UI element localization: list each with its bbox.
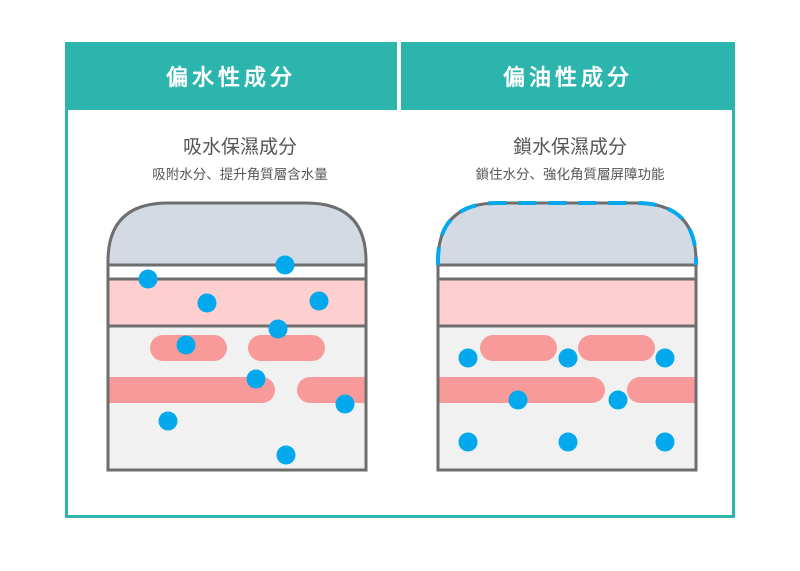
upper-skin-layer	[436, 277, 698, 328]
water-molecule-dot	[335, 394, 355, 414]
water-molecule-dot	[655, 348, 675, 368]
water-molecule-dot	[655, 432, 675, 452]
panel-header-label: 偏水性成分	[165, 66, 296, 91]
panel-subtitle-lipophilic: 鎖住水分、強化角質層屏障功能	[475, 167, 665, 183]
surface-layer	[106, 201, 368, 267]
water-molecule-dot	[246, 369, 266, 389]
water-molecule-dot	[508, 390, 528, 410]
water-molecule-dot	[158, 411, 178, 431]
panel-title-lipophilic: 鎖水保濕成分	[512, 136, 627, 158]
water-molecule-dot	[608, 390, 628, 410]
water-molecule-dot	[558, 348, 578, 368]
water-molecule-dot	[176, 335, 196, 355]
outer-frame	[65, 42, 735, 518]
water-molecule-dot	[276, 445, 296, 465]
water-molecule-dot	[558, 432, 578, 452]
barrier-dashed-line	[436, 201, 698, 265]
panel-header-label: 偏油性成分	[502, 66, 633, 91]
corneocyte-group	[438, 335, 696, 403]
water-molecule-dot	[309, 291, 329, 311]
water-molecule-dot	[268, 319, 288, 339]
water-molecule-dot	[458, 432, 478, 452]
cell-matrix-border	[436, 324, 698, 472]
water-molecule-dot	[275, 255, 295, 275]
corneocyte-cell	[627, 377, 696, 403]
water-molecule-dot	[197, 293, 217, 313]
cell-matrix-border	[106, 324, 368, 472]
skin-diagram-lipophilic	[436, 201, 698, 472]
water-molecule-dot	[138, 269, 158, 289]
panel-header-lipophilic: 偏油性成分	[401, 42, 735, 110]
corneocyte-cell	[480, 335, 557, 361]
corneocyte-cell	[248, 335, 325, 361]
panel-header-hydrophilic: 偏水性成分	[65, 42, 397, 110]
skin-diagram-hydrophilic	[106, 201, 368, 472]
corneocyte-cell	[578, 335, 655, 361]
lipid-gap-layer	[436, 263, 698, 281]
surface-layer	[436, 201, 698, 267]
panel-subtitle-hydrophilic: 吸附水分、提升角質層含水量	[152, 167, 328, 183]
water-molecule-dot	[458, 348, 478, 368]
panel-title-hydrophilic: 吸水保濕成分	[182, 136, 297, 158]
corneocyte-cell	[528, 377, 605, 403]
